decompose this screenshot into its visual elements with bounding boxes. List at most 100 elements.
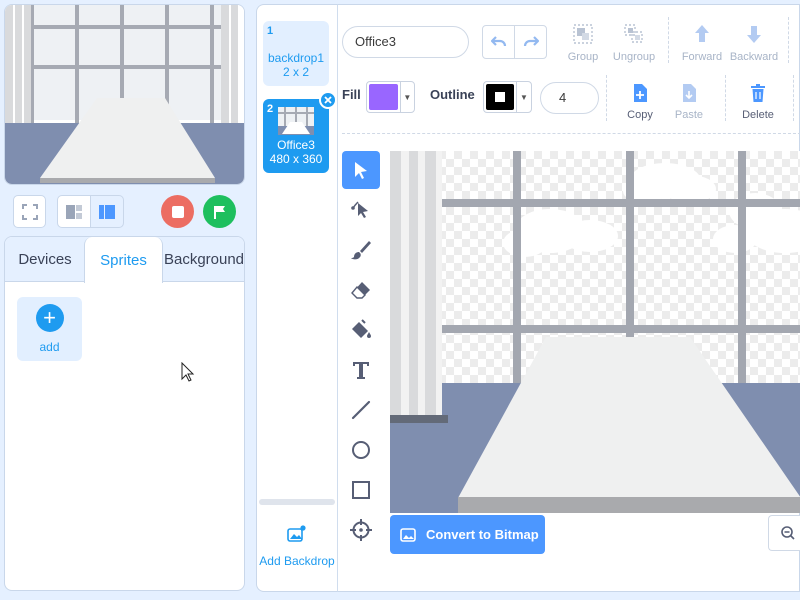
convert-to-bitmap-button[interactable]: Convert to Bitmap [390, 515, 545, 554]
fill-tool[interactable] [342, 311, 380, 349]
fill-color-picker[interactable]: ▼ [366, 81, 415, 113]
tab-sprites[interactable]: Sprites [84, 237, 163, 283]
backward-icon [747, 26, 761, 43]
reshape-tool[interactable] [342, 191, 380, 229]
mouse-cursor-icon [181, 362, 195, 382]
costume-name-input[interactable]: Office3 [342, 26, 469, 58]
delete-button[interactable]: Delete [733, 79, 783, 121]
fullscreen-button[interactable] [13, 195, 46, 228]
large-stage-button[interactable] [90, 195, 124, 228]
add-backdrop-label: Add Backdrop [259, 554, 335, 568]
flag-icon [213, 205, 225, 219]
convert-label: Convert to Bitmap [426, 527, 539, 542]
select-icon [355, 162, 367, 179]
dropdown-caret-icon: ▼ [399, 82, 414, 112]
outline-label: Outline [430, 87, 475, 102]
redo-button[interactable] [514, 26, 546, 58]
outline-color-picker[interactable]: ▼ [483, 81, 532, 113]
target-tabs: Devices Sprites Background [5, 237, 244, 283]
divider [668, 17, 669, 63]
eraser-tool[interactable] [342, 271, 380, 309]
small-stage-button[interactable] [57, 195, 91, 228]
forward-button[interactable]: Forward [676, 19, 728, 63]
forward-label: Forward [681, 51, 723, 63]
target-pane: Devices Sprites Background + add [4, 236, 245, 591]
backward-button[interactable]: Backward [728, 19, 780, 63]
redo-icon [523, 36, 539, 47]
group-button[interactable]: Group [557, 19, 609, 63]
fill-label: Fill [342, 87, 361, 102]
stop-icon [171, 205, 184, 218]
paint-canvas[interactable] [390, 151, 800, 513]
tab-label: Sprites [100, 251, 147, 269]
trash-icon [751, 84, 765, 102]
backdrop-item-office3[interactable]: 2 Office3 480 x 360 [263, 99, 329, 173]
paste-button[interactable]: Paste [664, 79, 714, 121]
backdrop-index: 2 [267, 103, 274, 115]
fill-swatch [369, 84, 398, 110]
rectangle-tool[interactable] [342, 471, 380, 509]
circle-tool[interactable] [342, 431, 380, 469]
brush-icon [351, 241, 371, 260]
divider [606, 75, 607, 121]
bitmap-icon [400, 527, 416, 542]
stop-button[interactable] [161, 195, 194, 228]
ungroup-icon [624, 24, 643, 43]
backdrop-size: 480 x 360 [269, 152, 323, 166]
copy-icon [634, 84, 647, 102]
close-icon [324, 96, 332, 104]
divider [793, 75, 794, 121]
stage-preview[interactable] [4, 4, 245, 185]
outline-swatch [486, 84, 514, 110]
rectangle-icon [352, 481, 370, 499]
eraser-icon [351, 282, 370, 299]
copy-label: Copy [627, 109, 653, 121]
target-icon [350, 519, 372, 541]
line-icon [351, 400, 371, 420]
delete-backdrop-button[interactable] [319, 91, 337, 109]
small-stage-icon [66, 204, 82, 219]
tab-devices[interactable]: Devices [5, 237, 85, 282]
line-tool[interactable] [342, 391, 380, 429]
zoom-out-button[interactable] [768, 515, 800, 551]
group-label: Group [567, 51, 599, 63]
add-backdrop-button[interactable]: Add Backdrop [257, 525, 337, 568]
circle-icon [352, 441, 370, 459]
undo-redo-group [482, 25, 547, 59]
fullscreen-icon [21, 203, 38, 220]
undo-button[interactable] [483, 26, 514, 58]
backdrop-size: 2 x 2 [282, 65, 309, 79]
backdrop-list: 1 backdrop1 2 x 2 2 Office3 480 x 360 Ad… [256, 4, 337, 592]
add-label: add [39, 340, 60, 354]
toolbar-divider [342, 133, 800, 134]
group-icon [573, 24, 593, 44]
backward-label: Backward [729, 51, 779, 63]
green-flag-button[interactable] [203, 195, 236, 228]
copy-button[interactable]: Copy [615, 79, 665, 121]
delete-label: Delete [742, 109, 774, 121]
backdrop-thumbnail [278, 107, 314, 135]
backdrop-index: 1 [267, 25, 274, 37]
add-sprite-button[interactable]: + add [17, 297, 82, 361]
paste-icon [683, 84, 696, 102]
backdrop-scrollbar[interactable] [259, 499, 335, 505]
divider [725, 75, 726, 121]
paint-editor: Office3 Group Ungroup Forward Backward F… [337, 4, 800, 592]
brush-tool[interactable] [342, 231, 380, 269]
backdrop-item-backdrop1[interactable]: 1 backdrop1 2 x 2 [263, 21, 329, 86]
select-tool[interactable] [342, 151, 380, 189]
tab-background[interactable]: Background [162, 237, 244, 282]
canvas-artwork [390, 151, 800, 513]
tab-label: Devices [18, 251, 72, 268]
reshape-icon [351, 201, 368, 218]
stage-preview-image [5, 5, 244, 184]
add-image-icon [287, 525, 306, 542]
ungroup-button[interactable]: Ungroup [608, 19, 660, 63]
paste-label: Paste [674, 109, 704, 121]
target-tool[interactable] [342, 511, 380, 549]
outline-width-input[interactable]: 4 [540, 82, 599, 114]
divider [788, 17, 789, 63]
fill-icon [352, 319, 371, 338]
text-tool[interactable] [342, 351, 380, 389]
backdrop-name: Office3 [277, 138, 315, 152]
